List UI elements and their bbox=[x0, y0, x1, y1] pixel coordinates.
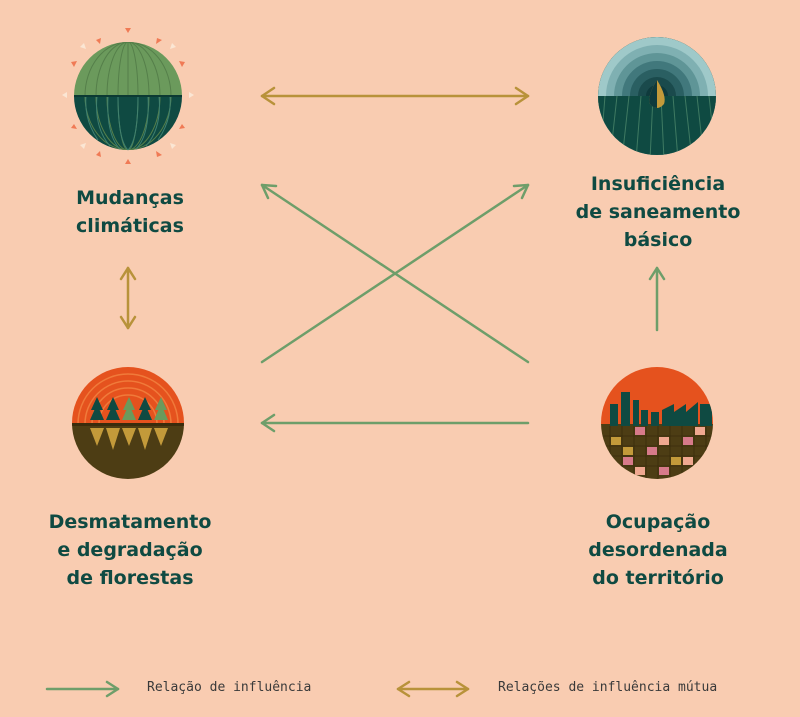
forest-icon bbox=[70, 365, 190, 484]
water-drop-icon bbox=[595, 35, 720, 161]
mutual-arrow-left bbox=[121, 268, 135, 328]
globe-sun-icon bbox=[62, 28, 194, 164]
legend-mutual-label: Relações de influência mútua bbox=[498, 680, 717, 695]
legend-influence-arrow bbox=[47, 682, 118, 696]
node-label-ocupacao-desordenada: Ocupação desordenada do território bbox=[548, 508, 768, 592]
node-label-insuficiencia-saneamento: Insuficiência de saneamento básico bbox=[548, 170, 768, 254]
mutual-arrow-top bbox=[262, 88, 528, 104]
legend-influence-label: Relação de influência bbox=[147, 680, 311, 695]
influence-arrow-ocupacao-to-saneamento bbox=[650, 268, 664, 330]
node-label-desmatamento: Desmatamento e degradação de florestas bbox=[20, 508, 240, 592]
city-grid-icon bbox=[595, 365, 720, 484]
node-label-mudancas-climaticas: Mudanças climáticas bbox=[40, 184, 220, 240]
influence-arrow-ocupacao-to-desmatamento bbox=[262, 415, 528, 431]
legend-mutual-arrow bbox=[398, 682, 468, 696]
